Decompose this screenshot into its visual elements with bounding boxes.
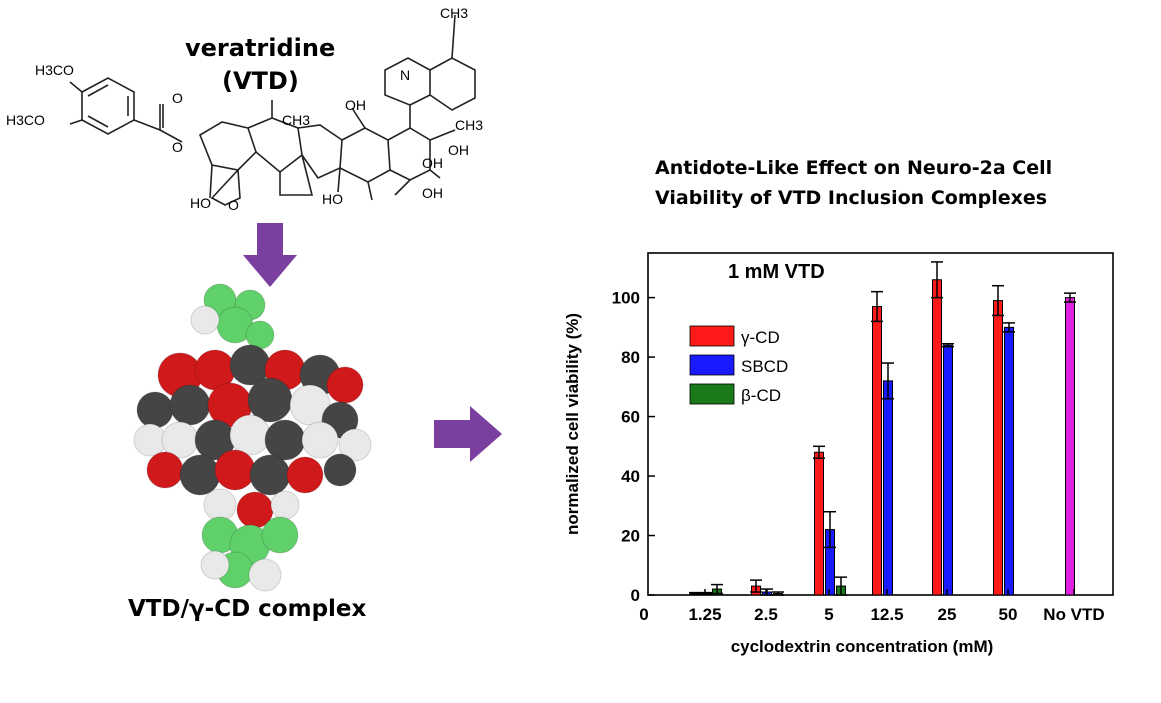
y-axis-label: normalized cell viability (%) [563, 313, 582, 535]
atom-sphere [301, 421, 339, 459]
complex-label: VTD/γ-CD complex [128, 596, 367, 622]
atom-sphere [289, 384, 331, 426]
methyl-label-1: CH3 [282, 112, 310, 128]
molecule-abbrev: (VTD) [222, 67, 299, 95]
bar [993, 300, 1003, 596]
atom-sphere [200, 550, 230, 580]
nitrogen-label: N [400, 67, 410, 83]
oh-label-2: OH [422, 185, 443, 201]
oh-label-3: OH [422, 155, 443, 171]
legend-label: β-CD [741, 386, 781, 405]
right-arrow-icon [434, 406, 502, 462]
y-tick-label: 80 [621, 348, 640, 367]
atom-sphere [338, 428, 372, 462]
atom-sphere [190, 305, 220, 335]
bar [1065, 297, 1075, 596]
bar [943, 344, 953, 596]
legend-swatch [689, 383, 735, 405]
chart-annotation: 1 mM VTD [728, 261, 825, 283]
atom-sphere [286, 456, 324, 494]
cyclodextrin-complex-model [133, 283, 372, 592]
x-origin-tick-label: 0 [639, 605, 648, 624]
legend-label: SBCD [741, 357, 788, 376]
y-tick-label: 60 [621, 408, 640, 427]
down-arrow-icon [243, 223, 297, 287]
x-tick-label: 1.25 [688, 605, 721, 624]
bar [932, 279, 942, 596]
methyl-label-2: CH3 [455, 117, 483, 133]
oh-label-1: OH [345, 97, 366, 113]
y-tick-label: 20 [621, 527, 640, 546]
molecule-name: veratridine [185, 34, 336, 62]
legend-swatch [689, 325, 735, 347]
x-axis-label: cyclodextrin concentration (mM) [731, 637, 994, 656]
y-tick-label: 40 [621, 467, 640, 486]
x-tick-label: 50 [999, 605, 1018, 624]
x-tick-label: No VTD [1043, 605, 1104, 624]
atom-sphere [261, 516, 299, 554]
bar [872, 306, 882, 596]
atom-sphere [248, 558, 282, 592]
bar [814, 451, 824, 596]
legend-label: γ-CD [741, 328, 780, 347]
ho-label-2: HO [322, 191, 343, 207]
methyl-label-3: CH3 [440, 5, 468, 21]
veratridine-structure: H3CO H3CO O O HO O CH3 OH HO OH OH OH CH… [6, 5, 483, 213]
x-tick-label: 25 [938, 605, 957, 624]
y-tick-label: 100 [612, 289, 640, 308]
bar [1004, 326, 1014, 596]
epoxide-o-label: O [228, 197, 239, 213]
x-tick-label: 5 [824, 605, 833, 624]
ome-label-2: H3CO [6, 112, 45, 128]
chart-title-line-1: Antidote-Like Effect on Neuro-2a Cell [655, 157, 1053, 179]
oh-label-4: OH [448, 142, 469, 158]
ester-o-label: O [172, 90, 183, 106]
x-tick-label: 12.5 [870, 605, 903, 624]
x-tick-label: 2.5 [754, 605, 778, 624]
chart-title-line-2: Viability of VTD Inclusion Complexes [655, 187, 1048, 209]
ho-label-1: HO [190, 195, 211, 211]
ester-link-o-label: O [172, 139, 183, 155]
bar [883, 380, 893, 596]
y-tick-label: 0 [631, 586, 640, 605]
ome-label-1: H3CO [35, 62, 74, 78]
atom-sphere [323, 453, 357, 487]
legend-swatch [689, 354, 735, 376]
